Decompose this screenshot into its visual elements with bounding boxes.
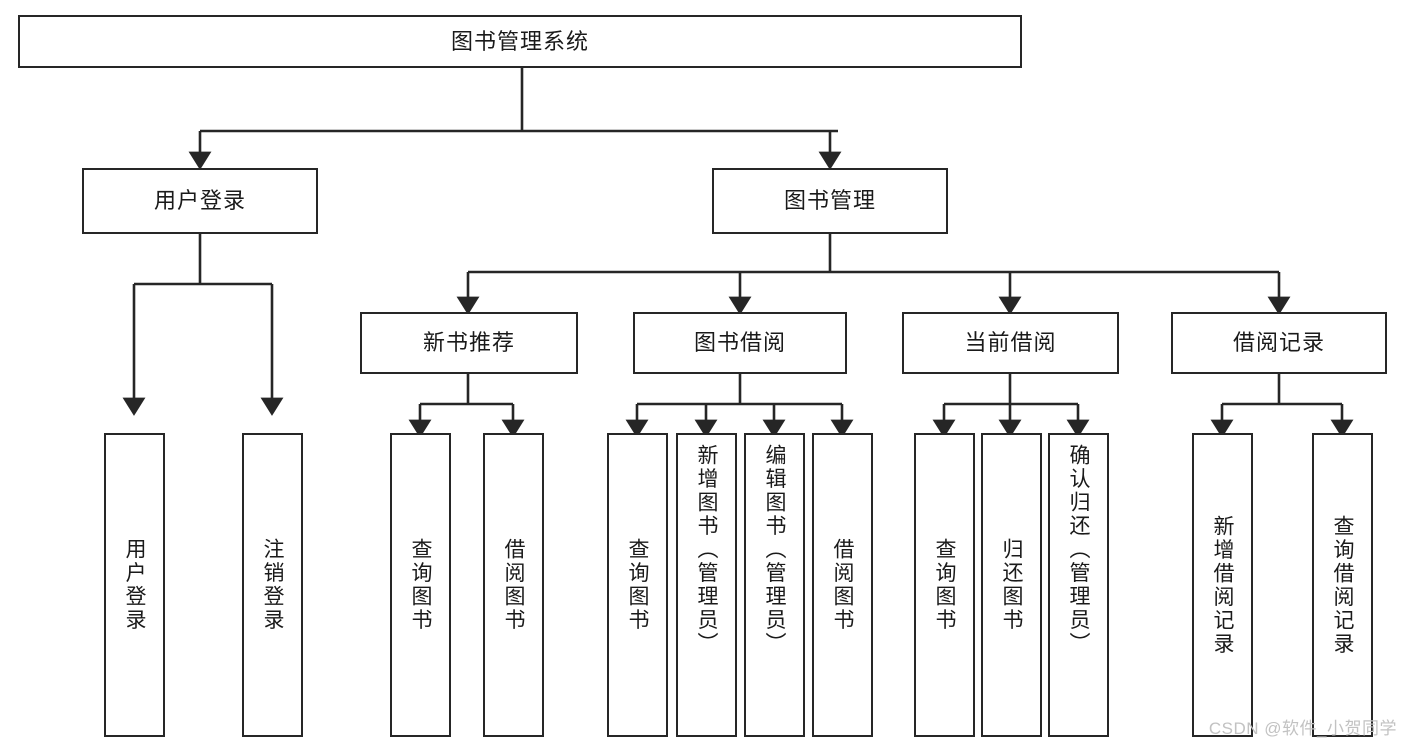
leaf-user-login-login-label: 用户登录 <box>123 538 146 632</box>
node-root-library-system[interactable]: 图书管理系统 <box>18 15 1022 68</box>
leaf-borrow-add-book-admin[interactable]: 新增图书（管理员） <box>676 433 737 737</box>
node-new-book-recommend[interactable]: 新书推荐 <box>360 312 578 374</box>
leaf-record-add-record[interactable]: 新增借阅记录 <box>1192 433 1253 737</box>
leaf-record-query-record-label: 查询借阅记录 <box>1331 514 1354 656</box>
leaf-current-confirm-return-admin[interactable]: 确认归还（管理员） <box>1048 433 1109 737</box>
leaf-borrow-borrow-book-label: 借阅图书 <box>831 538 854 632</box>
leaf-current-confirm-return-admin-label: 确认归还（管理员） <box>1067 444 1090 656</box>
leaf-user-login-logout-label: 注销登录 <box>261 538 284 632</box>
leaf-borrow-edit-book-admin-label: 编辑图书（管理员） <box>763 444 786 656</box>
leaf-new-book-borrow[interactable]: 借阅图书 <box>483 433 544 737</box>
leaf-current-return-book-label: 归还图书 <box>1000 538 1023 632</box>
leaf-borrow-query-book-label: 查询图书 <box>626 538 649 632</box>
leaf-current-query-book-label: 查询图书 <box>933 538 956 632</box>
leaf-record-add-record-label: 新增借阅记录 <box>1211 514 1234 656</box>
node-book-borrow-label: 图书借阅 <box>693 330 786 356</box>
node-root-label: 图书管理系统 <box>450 28 589 54</box>
node-user-login[interactable]: 用户登录 <box>82 168 318 234</box>
leaf-borrow-borrow-book[interactable]: 借阅图书 <box>812 433 873 737</box>
node-book-management[interactable]: 图书管理 <box>712 168 948 234</box>
node-current-borrow-label: 当前借阅 <box>964 330 1057 356</box>
leaf-user-login-login[interactable]: 用户登录 <box>104 433 165 737</box>
leaf-current-return-book[interactable]: 归还图书 <box>981 433 1042 737</box>
leaf-new-book-query[interactable]: 查询图书 <box>390 433 451 737</box>
leaf-borrow-query-book[interactable]: 查询图书 <box>607 433 668 737</box>
node-user-login-label: 用户登录 <box>153 188 246 214</box>
leaf-new-book-query-label: 查询图书 <box>409 538 432 632</box>
node-new-book-recommend-label: 新书推荐 <box>422 330 515 356</box>
node-book-borrow[interactable]: 图书借阅 <box>633 312 847 374</box>
leaf-current-query-book[interactable]: 查询图书 <box>914 433 975 737</box>
node-current-borrow[interactable]: 当前借阅 <box>902 312 1119 374</box>
leaf-user-login-logout[interactable]: 注销登录 <box>242 433 303 737</box>
node-book-management-label: 图书管理 <box>783 188 876 214</box>
node-borrow-record-label: 借阅记录 <box>1232 330 1325 356</box>
leaf-borrow-edit-book-admin[interactable]: 编辑图书（管理员） <box>744 433 805 737</box>
leaf-borrow-add-book-admin-label: 新增图书（管理员） <box>695 444 718 656</box>
node-borrow-record[interactable]: 借阅记录 <box>1171 312 1387 374</box>
leaf-new-book-borrow-label: 借阅图书 <box>502 538 525 632</box>
leaf-record-query-record[interactable]: 查询借阅记录 <box>1312 433 1373 737</box>
